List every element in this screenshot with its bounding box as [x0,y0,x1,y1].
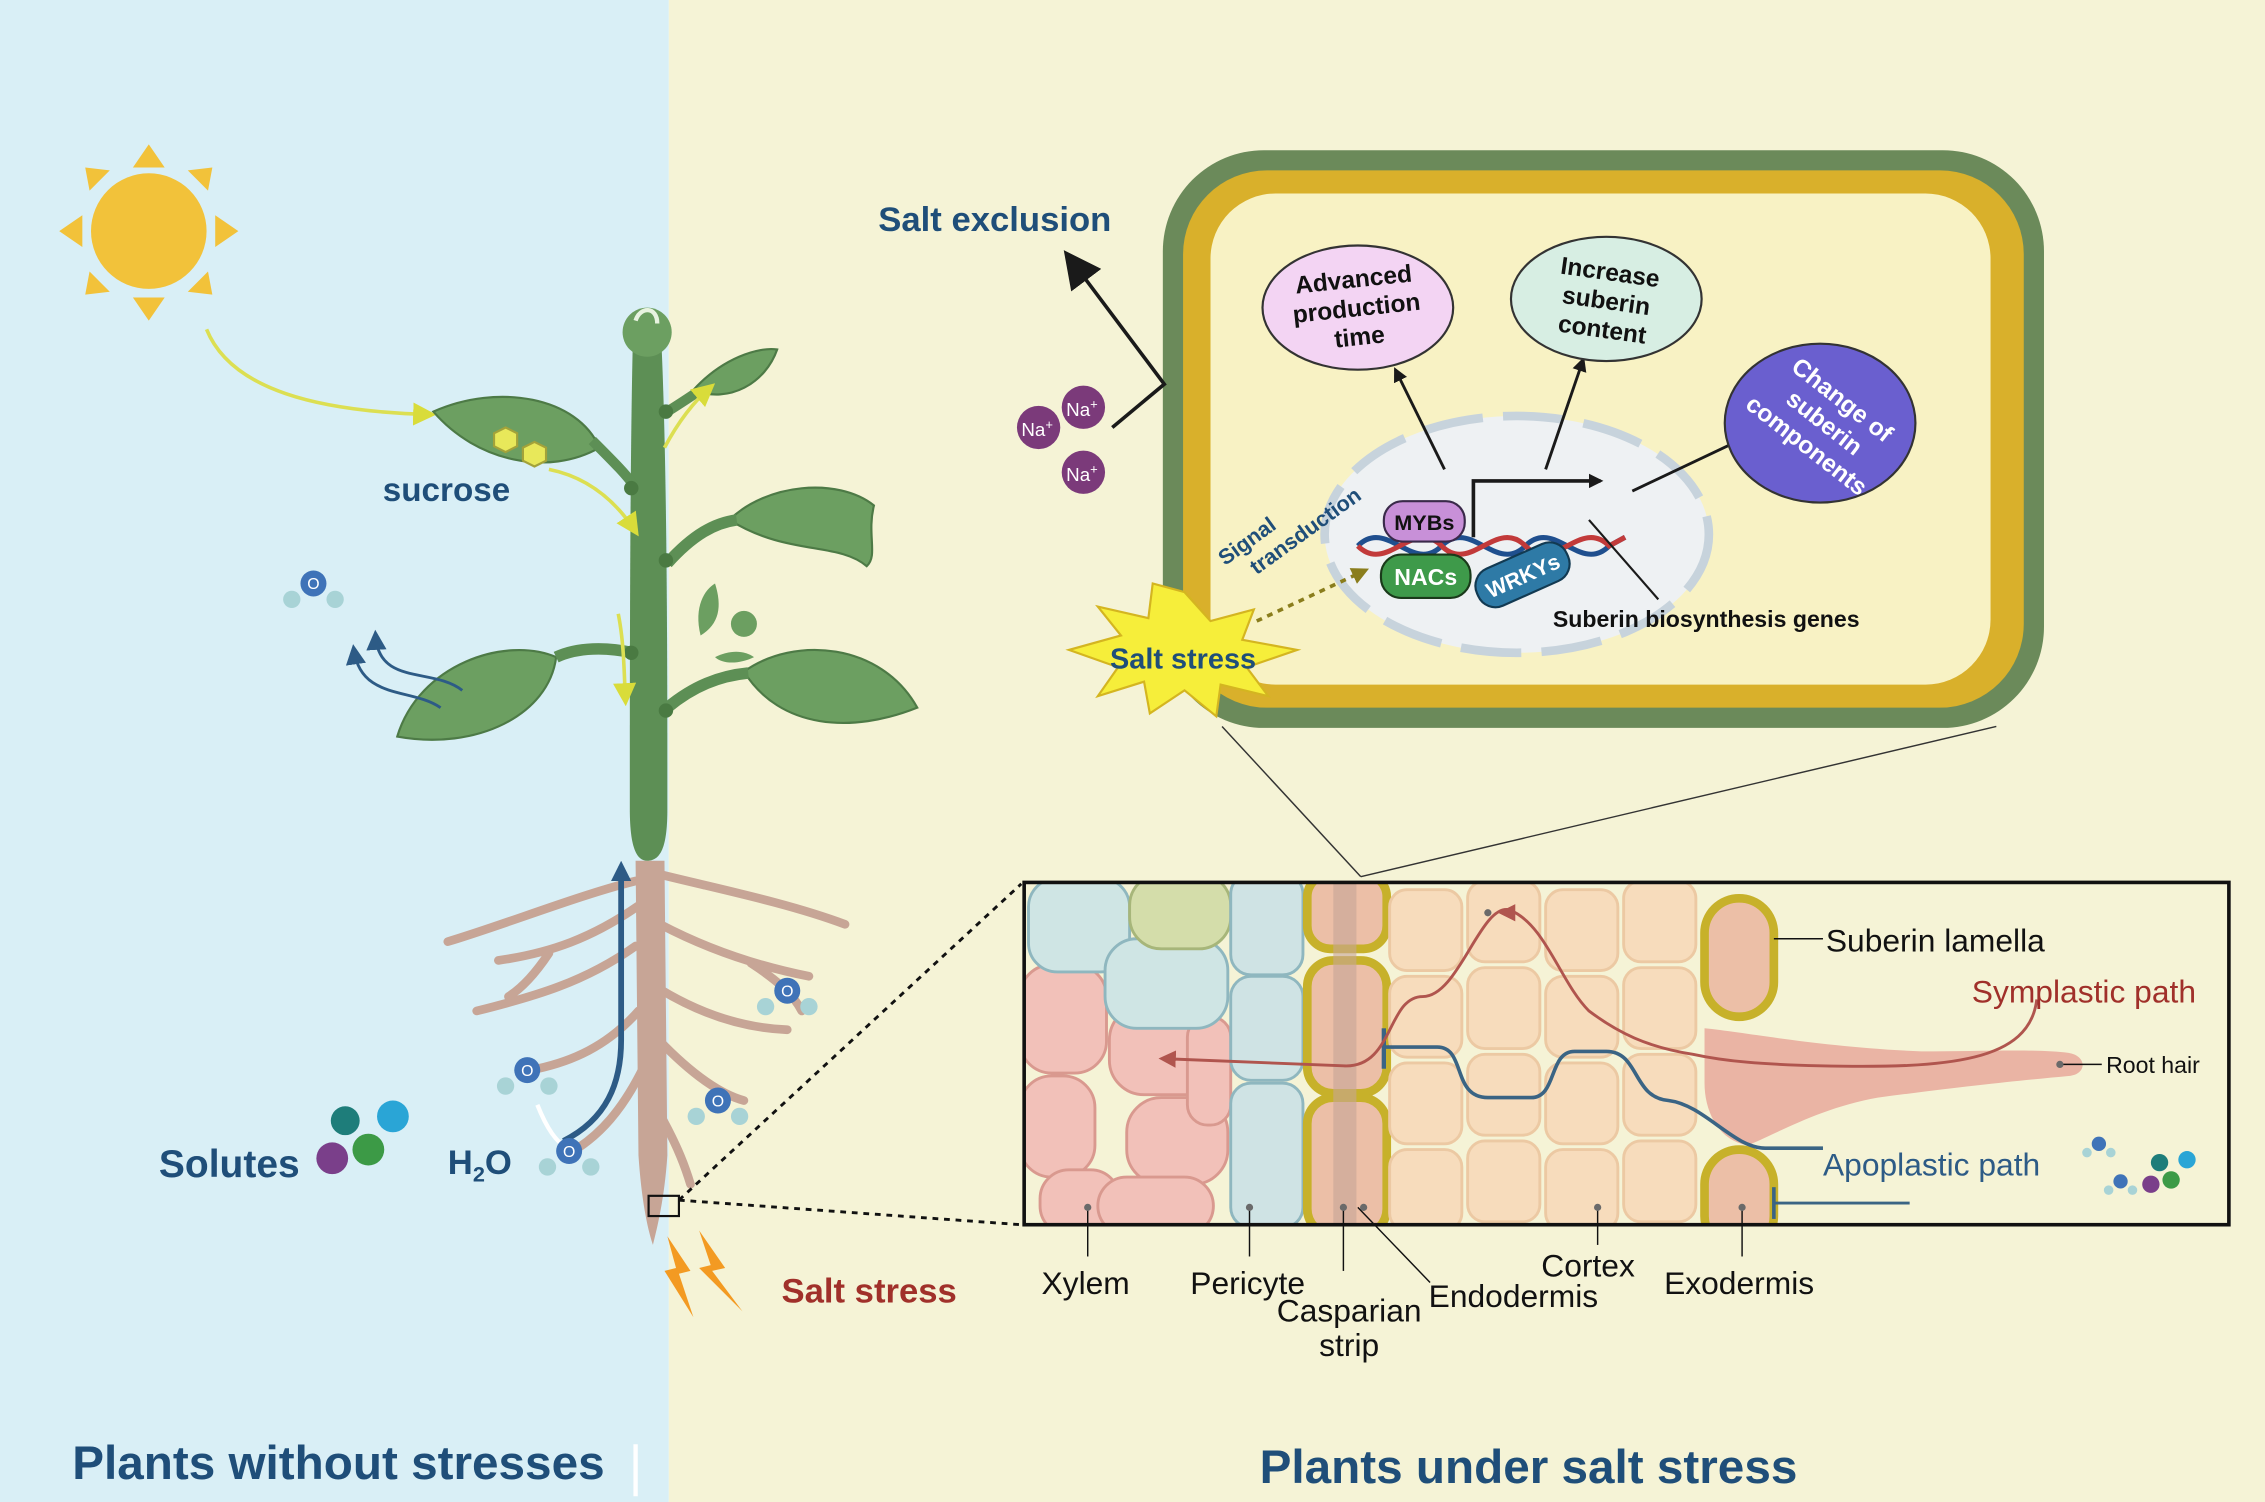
increase-suberin-oval: Increasesuberincontent [1509,235,1703,363]
svg-text:Increasesuberincontent: Increasesuberincontent [1551,253,1661,351]
nacs-factor: NACs [1379,553,1472,599]
svg-text:MYBs: MYBs [1394,510,1454,535]
svg-text:Na+: Na+ [1066,397,1098,420]
pericyte-label: Pericyte [1190,1265,1305,1301]
right-panel-title: Plants under salt stress [1260,1441,1798,1494]
genes-pointer [1588,519,1660,601]
zoom-line [1360,725,1997,878]
symplastic-path-label: Symplastic path [1972,973,2196,1009]
solutes-icon [316,1100,409,1175]
sodium-ion-icon: Na+ [1061,385,1106,429]
plant-illustration [345,307,919,1245]
h2o-label: H2O [448,1144,512,1186]
wrkys-factor: WRKYs [1474,541,1571,609]
sun-icon [59,144,239,321]
xylem-label: Xylem [1041,1265,1129,1301]
svg-text:O: O [563,1144,575,1161]
solute-cluster-icon [2082,1136,2196,1195]
arrow-to-change [1631,437,1745,493]
exodermis-label: Exodermis [1664,1265,1814,1301]
arrow-to-advanced [1394,367,1446,471]
apoplastic-path-label: Apoplastic path [1823,1147,2040,1183]
endodermis-label: Endodermis [1429,1278,1599,1314]
mybs-factor: MYBs [1382,500,1466,543]
svg-text:Na+: Na+ [1021,417,1053,440]
svg-text:O: O [781,984,793,1001]
water-molecule-icon: O [538,1138,600,1176]
svg-text:O: O [307,576,319,593]
advanced-production-oval: Advancedproductiontime [1261,244,1455,371]
solutes-label: Solutes [159,1143,300,1186]
salt-stress-burst: Salt stress [1065,582,1302,719]
transcription-start-arrow [1471,473,1604,538]
suberin-lamella-label: Suberin lamella [1826,923,2045,959]
salt-exclusion-label: Salt exclusion [878,201,1111,239]
sodium-ion-icon: Na+ [1016,405,1061,450]
sodium-ion-icon: Na+ [1061,450,1106,494]
svg-text:Na+: Na+ [1066,462,1098,485]
sucrose-label: sucrose [383,472,510,509]
water-molecule-icon: O [687,1087,749,1126]
water-molecule-icon: O [283,570,344,609]
tissue-pointers [1086,1206,1743,1283]
suberin-genes-label: Suberin biosynthesis genes [1553,606,1860,632]
water-molecule-icon: O [496,1057,558,1095]
root-hair-label: Root hair [2106,1052,2200,1078]
arrow-to-increase [1544,356,1587,470]
svg-text:Salt stress: Salt stress [1110,644,1256,676]
zoom-line [1221,725,1362,878]
signal-arrow [1255,568,1369,623]
salt-stress-label: Salt stress [781,1273,956,1311]
svg-text:NACs: NACs [1394,564,1457,590]
zoom-dotted-line [677,882,1023,1202]
left-panel-title: Plants without stresses [72,1437,604,1490]
svg-text:O: O [521,1063,533,1080]
cortex-label: Cortex [1541,1248,1635,1284]
dna-strand [1356,535,1627,557]
svg-text:O: O [712,1093,724,1110]
water-molecule-icon: O [756,977,818,1016]
change-components-oval: Change ofsuberincomponents [1723,342,1917,504]
salt-exclusion-arrow [1063,250,1167,429]
root-cross-section [1022,880,2231,1227]
sunlight-arrow [204,328,437,426]
lightning-icon [664,1230,743,1318]
